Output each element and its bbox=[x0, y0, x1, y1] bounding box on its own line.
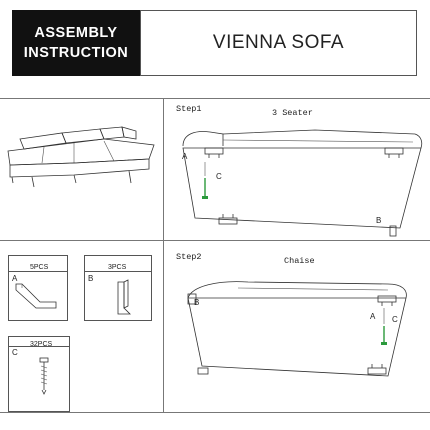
step1-sofa-underside-diagram bbox=[182, 129, 423, 237]
product-title: VIENNA SOFA bbox=[140, 10, 417, 76]
section-divider-middle bbox=[0, 240, 430, 241]
step2-title: Chaise bbox=[284, 256, 315, 266]
step1-callout-c: C bbox=[216, 172, 222, 181]
step1-callout-b: B bbox=[376, 216, 382, 225]
column-divider bbox=[163, 98, 164, 412]
step2-callout-a: A bbox=[370, 312, 376, 321]
banner-line-1: ASSEMBLY bbox=[34, 25, 118, 41]
bracket-a-icon bbox=[15, 283, 57, 309]
part-c-quantity: 32PCS bbox=[30, 341, 53, 348]
part-c-divider bbox=[8, 346, 70, 347]
part-b-quantity: 3PCS bbox=[108, 264, 127, 271]
step2-callout-b: B bbox=[194, 298, 200, 307]
step1-callout-a: A bbox=[182, 152, 188, 161]
part-c-panel bbox=[8, 336, 70, 412]
part-b-divider bbox=[84, 271, 152, 272]
sofa-overview-illustration bbox=[7, 126, 155, 188]
section-divider-bottom bbox=[0, 412, 430, 413]
step2-callout-c: C bbox=[392, 315, 398, 324]
part-a-letter: A bbox=[12, 274, 18, 283]
step1-label: Step1 bbox=[176, 104, 202, 114]
step1-title: 3 Seater bbox=[272, 108, 313, 118]
part-c-letter: C bbox=[12, 348, 18, 357]
banner-line-2: INSTRUCTION bbox=[23, 45, 129, 61]
bracket-b-icon bbox=[117, 279, 131, 315]
step2-label: Step2 bbox=[176, 252, 202, 262]
part-a-panel bbox=[8, 255, 68, 321]
part-a-divider bbox=[8, 271, 68, 272]
part-b-panel bbox=[84, 255, 152, 321]
step2-chaise-underside-diagram bbox=[187, 281, 407, 377]
screw-c-icon bbox=[39, 357, 49, 395]
section-divider-top bbox=[0, 98, 430, 99]
part-b-letter: B bbox=[88, 274, 94, 283]
part-a-quantity: 5PCS bbox=[30, 264, 49, 271]
assembly-instruction-banner: ASSEMBLY INSTRUCTION bbox=[12, 10, 140, 76]
